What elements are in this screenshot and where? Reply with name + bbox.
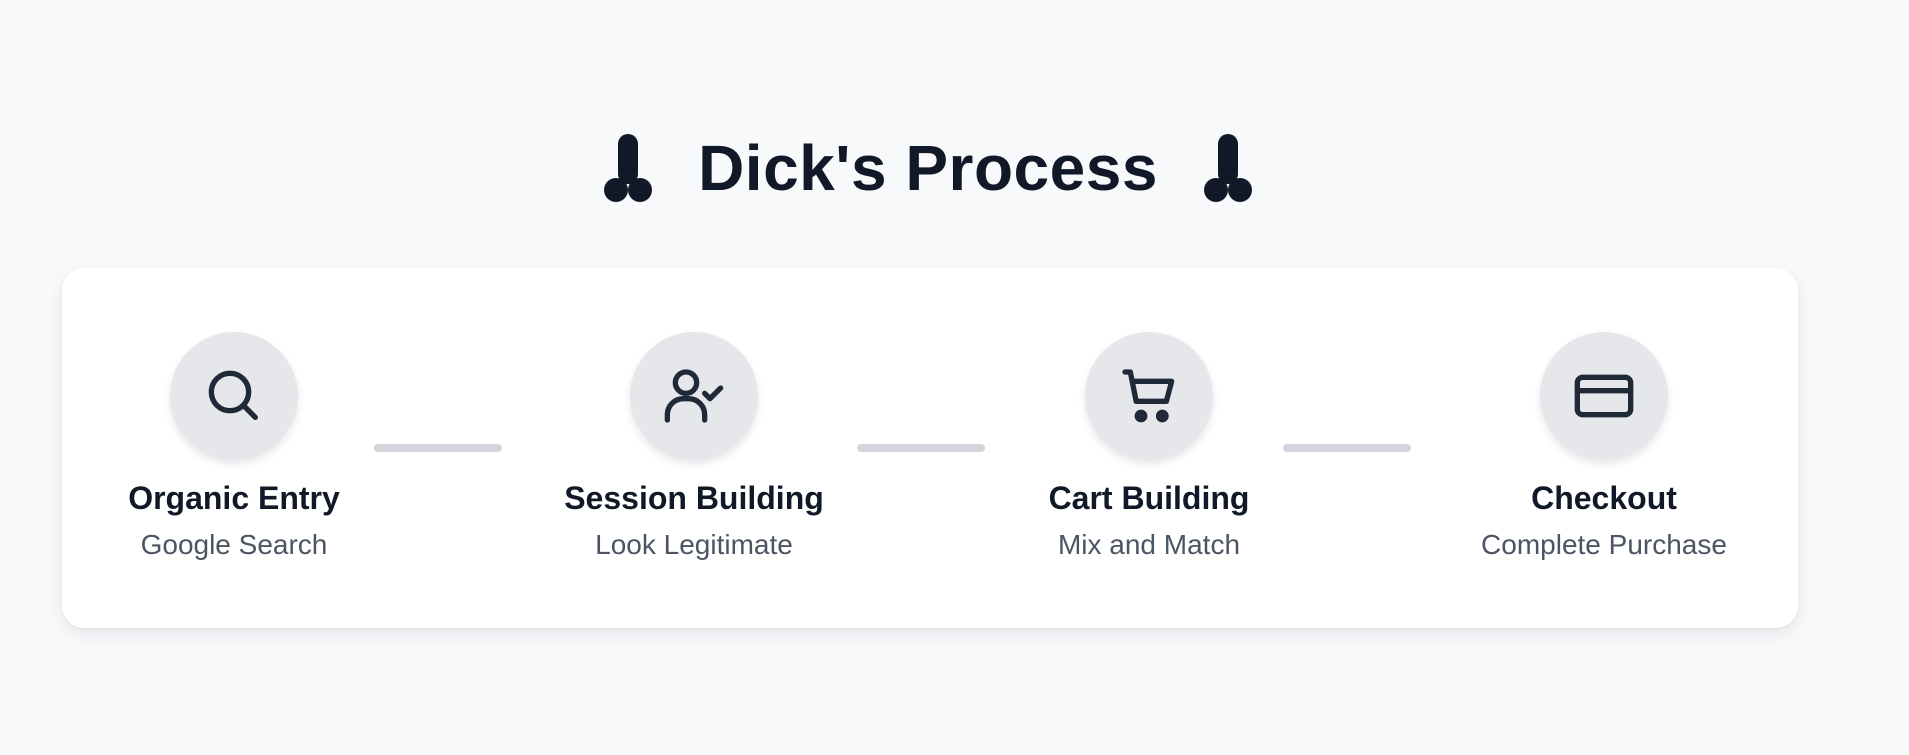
user-check-icon	[664, 369, 724, 423]
step-subtitle: Complete Purchase	[1481, 529, 1727, 560]
page-title: Dick's Process	[698, 132, 1158, 204]
step-title: Organic Entry	[128, 480, 340, 516]
process-step: Cart Building Mix and Match	[969, 332, 1329, 561]
step-title: Session Building	[564, 480, 824, 516]
process-card: Organic Entry Google Search Session Buil…	[62, 268, 1798, 628]
step-icon-circle	[170, 332, 298, 460]
process-step: Session Building Look Legitimate	[514, 332, 874, 561]
phallus-silhouette-icon	[1203, 134, 1252, 202]
step-subtitle: Google Search	[140, 529, 328, 560]
credit-card-icon	[1574, 374, 1634, 418]
step-connector	[1283, 444, 1411, 452]
step-icon-circle	[1540, 332, 1668, 460]
step-title: Cart Building	[1048, 480, 1250, 516]
step-icon-circle	[1085, 332, 1213, 460]
step-subtitle: Mix and Match	[1057, 529, 1241, 560]
process-step: Organic Entry Google Search	[54, 332, 414, 561]
shopping-cart-icon	[1122, 369, 1175, 423]
step-connector	[857, 444, 985, 452]
phallus-silhouette-icon	[604, 134, 653, 202]
process-step: Checkout Complete Purchase	[1424, 332, 1784, 561]
step-title: Checkout	[1531, 480, 1677, 516]
search-icon	[208, 370, 258, 420]
step-connector	[374, 444, 502, 452]
step-subtitle: Look Legitimate	[595, 529, 793, 560]
step-icon-circle	[630, 332, 758, 460]
page-header: Dick's Process	[0, 118, 1856, 218]
